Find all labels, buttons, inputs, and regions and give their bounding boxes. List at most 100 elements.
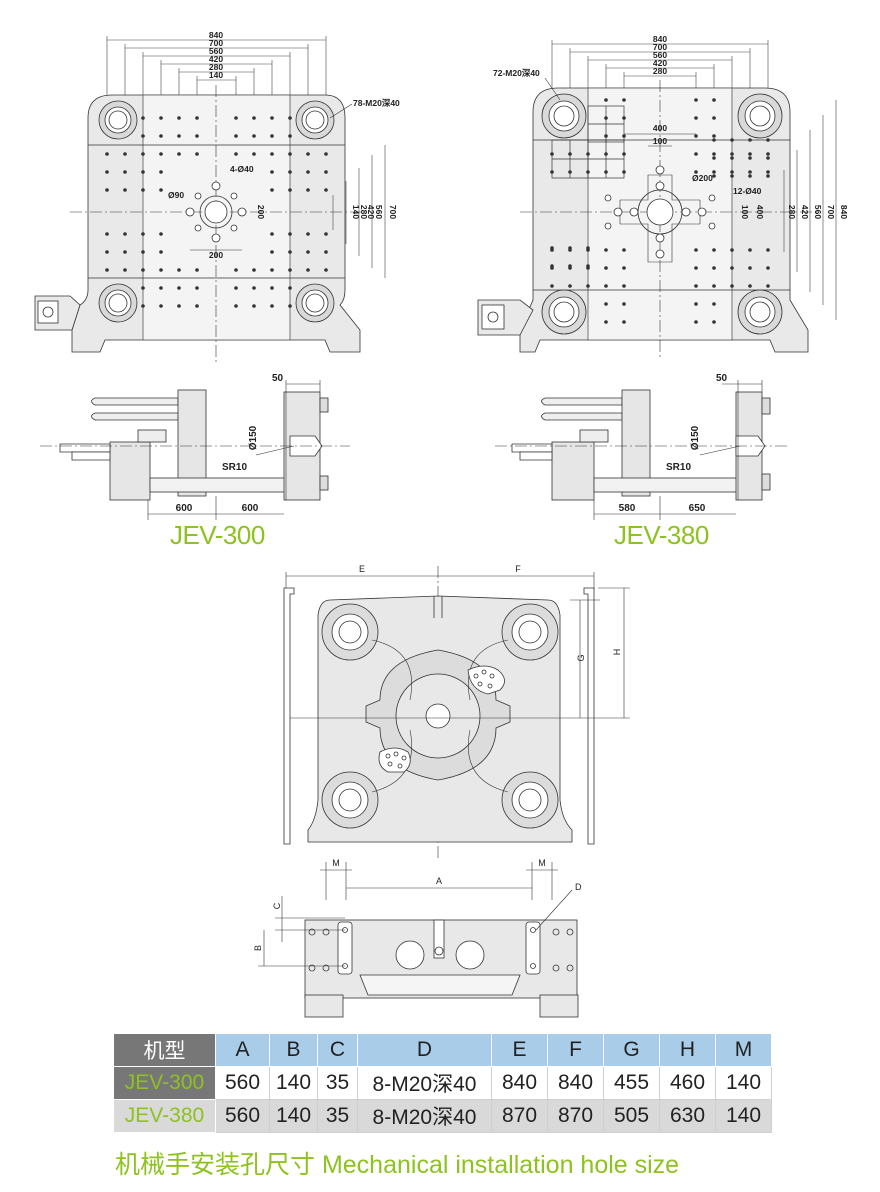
jev300-holes-note: 78-M20深40 (353, 98, 400, 108)
table-cell: 140 (715, 1066, 772, 1100)
tapped-hole (586, 170, 590, 174)
tapped-hole (159, 116, 163, 120)
tapped-hole (195, 286, 199, 290)
tapped-hole (105, 152, 109, 156)
robot-dim-g: G (576, 654, 586, 661)
table-cell: 35 (317, 1066, 358, 1100)
robot-dim-e: E (359, 564, 365, 574)
tapped-hole (730, 156, 734, 160)
tapped-hole (694, 134, 698, 138)
tapped-hole (105, 268, 109, 272)
header-c: C (317, 1033, 358, 1067)
jev300-side-dia: Ø150 (248, 425, 259, 450)
jev300-w700: 700 (209, 38, 223, 48)
tapped-hole (730, 170, 734, 174)
tapped-hole (177, 152, 181, 156)
jev380-h420: 420 (800, 205, 810, 219)
jev300-w560: 560 (209, 46, 223, 56)
tapped-hole (270, 170, 274, 174)
header-e: E (491, 1033, 548, 1067)
robot-dim-b: B (253, 945, 263, 951)
tapped-hole (306, 232, 310, 236)
robot-dim-a: A (436, 876, 442, 886)
tapped-hole (324, 152, 328, 156)
tapped-hole (252, 286, 256, 290)
row-model: JEV-380 (113, 1099, 216, 1133)
tapped-hole (568, 284, 572, 288)
tapped-hole (306, 268, 310, 272)
tapped-hole (712, 302, 716, 306)
tapped-hole (604, 248, 608, 252)
tapped-hole (195, 116, 199, 120)
tapped-hole (568, 264, 572, 268)
tapped-hole (694, 320, 698, 324)
header-f: F (547, 1033, 604, 1067)
table-cell: 140 (269, 1066, 318, 1100)
robot-dim-d: D (575, 882, 582, 892)
jev300-tiebars (98, 100, 335, 323)
tapped-hole (306, 188, 310, 192)
tapped-hole (195, 268, 199, 272)
tapped-hole (324, 170, 328, 174)
tapped-hole (568, 152, 572, 156)
tapped-hole (288, 232, 292, 236)
tapped-hole (694, 284, 698, 288)
jev300-label: JEV-300 (170, 520, 265, 550)
tapped-hole (604, 266, 608, 270)
tapped-hole (622, 98, 626, 102)
tapped-hole (550, 246, 554, 250)
tapped-hole (586, 246, 590, 250)
tapped-hole (712, 98, 716, 102)
tapped-hole (694, 152, 698, 156)
jev300-dim200-h: 200 (209, 250, 223, 260)
tapped-hole (141, 268, 145, 272)
robot-mount-side-view: M M A C B D (253, 858, 582, 1018)
tapped-hole (270, 304, 274, 308)
jev380-w840: 840 (653, 34, 667, 44)
tapped-hole (622, 266, 626, 270)
tapped-hole (123, 152, 127, 156)
jev300-side-50: 50 (272, 373, 284, 384)
jev380-side-sr: SR10 (666, 462, 691, 473)
jev380-side-view: 50 Ø150 SR10 580 650 (495, 373, 790, 520)
tapped-hole (270, 268, 274, 272)
jev380-h840: 840 (839, 205, 849, 219)
tapped-hole (234, 134, 238, 138)
jev300-w420: 420 (209, 54, 223, 64)
tapped-hole (748, 152, 752, 156)
jev380-side-dia: Ø150 (690, 425, 701, 450)
tapped-hole (159, 286, 163, 290)
spec-table-header-row: 机型 A B C D E F G H M (113, 1033, 772, 1067)
tapped-hole (622, 134, 626, 138)
jev380-center-dia: Ø200 (692, 173, 713, 183)
jev380-w420: 420 (653, 58, 667, 68)
jev380-h700: 700 (826, 205, 836, 219)
jev380-label: JEV-380 (614, 520, 709, 550)
tapped-hole (766, 266, 770, 270)
tapped-hole (288, 268, 292, 272)
tapped-hole (712, 266, 716, 270)
table-cell: 870 (491, 1099, 548, 1133)
tapped-hole (105, 250, 109, 254)
tapped-hole (622, 284, 626, 288)
jev300-w280: 280 (209, 62, 223, 72)
robot-dim-m-right: M (538, 858, 546, 868)
jev380-hole-grid (550, 98, 770, 324)
tapped-hole (748, 138, 752, 142)
tapped-hole (604, 152, 608, 156)
tapped-hole (766, 170, 770, 174)
tapped-hole (568, 246, 572, 250)
jev380-h280: 280 (787, 205, 797, 219)
tapped-hole (712, 170, 716, 174)
tapped-hole (159, 152, 163, 156)
tapped-hole (694, 266, 698, 270)
tapped-hole (604, 116, 608, 120)
jev300-side-right: 600 (242, 503, 259, 514)
tapped-hole (288, 152, 292, 156)
tapped-hole (234, 304, 238, 308)
robot-dim-h: H (612, 649, 622, 656)
jev380-holes-note: 72-M20深40 (493, 68, 540, 78)
tapped-hole (604, 302, 608, 306)
tapped-hole (766, 138, 770, 142)
table-cell: 8-M20深40 (357, 1066, 492, 1100)
